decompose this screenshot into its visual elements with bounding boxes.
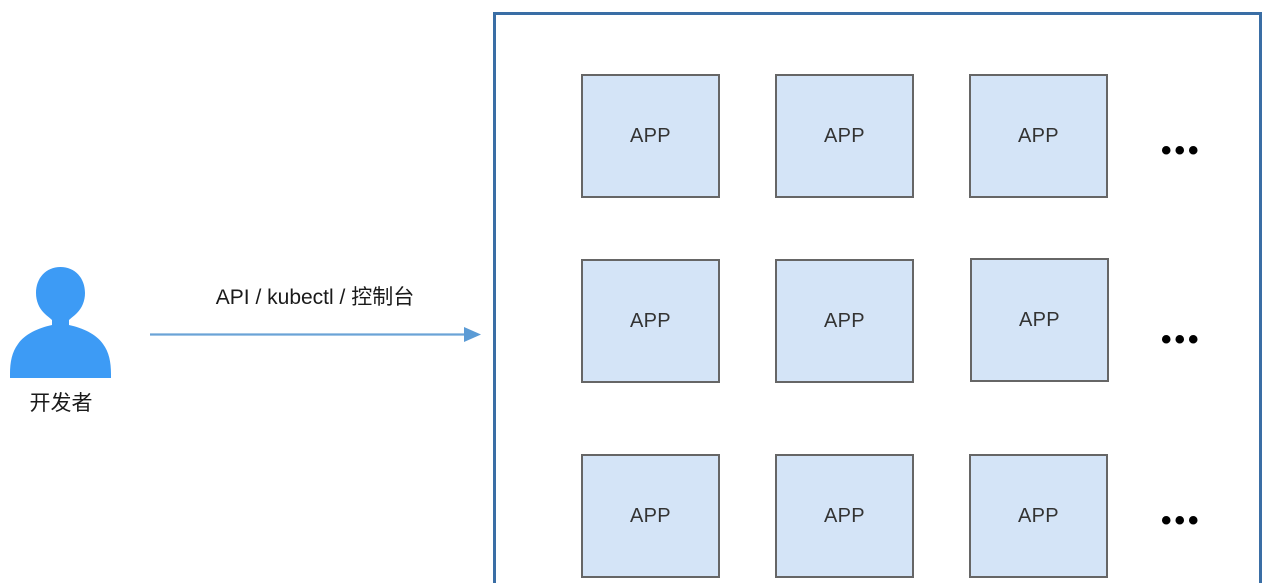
app-box-label: APP xyxy=(1018,124,1059,147)
app-box: APP xyxy=(581,74,720,198)
app-box-label: APP xyxy=(824,124,865,147)
app-box: APP xyxy=(969,74,1108,198)
app-box-label: APP xyxy=(630,504,671,527)
app-box: APP xyxy=(970,258,1109,382)
app-box-label: APP xyxy=(630,309,671,332)
cluster-container: APP APP APP ••• APP APP APP ••• APP APP … xyxy=(493,12,1262,583)
flow-label: API / kubectl / 控制台 xyxy=(215,286,415,309)
developer-actor-group: 开发者 xyxy=(0,262,130,437)
app-box: APP xyxy=(775,74,914,198)
app-box-label: APP xyxy=(824,309,865,332)
app-box: APP xyxy=(581,454,720,578)
user-silhouette-icon xyxy=(8,262,113,380)
row-overflow-ellipsis: ••• xyxy=(1161,504,1202,537)
app-box: APP xyxy=(969,454,1108,578)
app-box-label: APP xyxy=(1019,308,1060,331)
app-box-label: APP xyxy=(824,504,865,527)
row-overflow-ellipsis: ••• xyxy=(1161,323,1202,356)
app-box-label: APP xyxy=(1018,504,1059,527)
app-box: APP xyxy=(581,259,720,383)
developer-label: 开发者 xyxy=(29,392,93,415)
app-box-label: APP xyxy=(630,124,671,147)
row-overflow-ellipsis: ••• xyxy=(1161,134,1202,167)
app-box: APP xyxy=(775,259,914,383)
flow-arrow-icon xyxy=(148,320,488,350)
app-box: APP xyxy=(775,454,914,578)
